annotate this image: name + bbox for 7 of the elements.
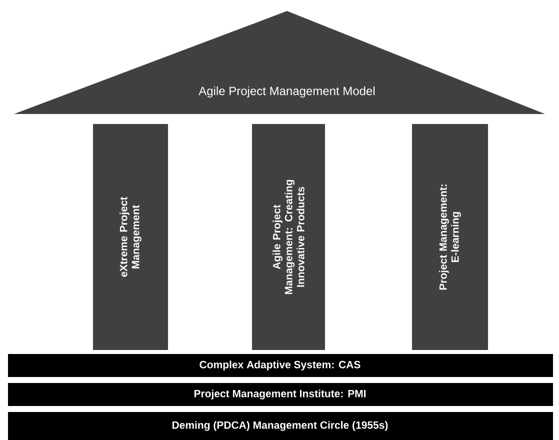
foundation-bar: Project Management Institute: PMI: [8, 383, 553, 406]
pillar-box: eXtreme Project Management: [93, 124, 168, 350]
foundation-bar: Complex Adaptive System: CAS: [8, 354, 553, 377]
pillar-box: Agile Project Management: Creating Innovative Products: [252, 124, 325, 350]
foundation-bar: Deming (PDCA) Management Circle (1955s): [8, 412, 553, 440]
pillar-box: Project Management: E-learning: [412, 124, 488, 350]
roof-triangle: Agile Project Management Model: [14, 11, 545, 114]
